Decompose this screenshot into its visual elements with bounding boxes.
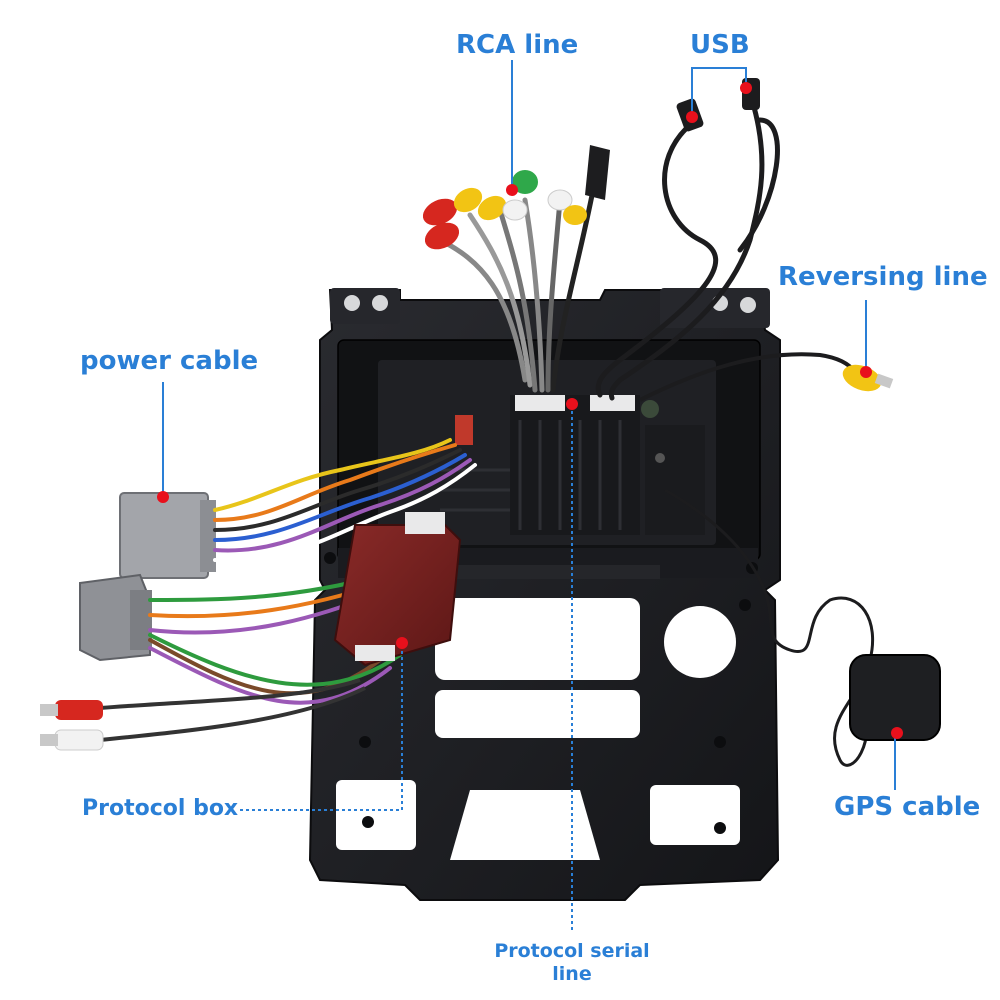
protocol-serial-line-text-2: line (552, 963, 592, 985)
power-marker (157, 491, 169, 503)
usb-marker-2 (740, 82, 752, 94)
protocol-box (333, 512, 462, 667)
power-harness (40, 438, 477, 751)
protocol-box-label: Protocol box (82, 796, 239, 821)
gps-cable-label: GPS cable (834, 792, 981, 822)
audio-rca-plugs (40, 678, 366, 751)
power-cable-label: power cable (80, 346, 259, 376)
protocol-box-leader (240, 645, 403, 811)
protocol-serial-line-label: Protocol serial line (484, 940, 660, 986)
usb-cables (595, 78, 780, 401)
usb-label: USB (690, 30, 750, 60)
rca-bundle (422, 145, 610, 393)
protocol-serial-line-text-1: Protocol serial (494, 940, 650, 962)
gps-marker (891, 727, 903, 739)
gps-antenna (664, 488, 941, 767)
reversing-line-label: Reversing line (778, 262, 988, 292)
reversing-marker (860, 366, 872, 378)
lower-bezel (324, 552, 758, 860)
rca-line-label: RCA line (456, 30, 579, 60)
red-markers (157, 82, 903, 739)
rca-marker (506, 184, 518, 196)
serial-line-marker (566, 398, 578, 410)
usb-leader (691, 67, 747, 115)
leader-lines (162, 60, 896, 930)
protocol-box-marker (396, 637, 408, 649)
usb-marker-1 (686, 111, 698, 123)
